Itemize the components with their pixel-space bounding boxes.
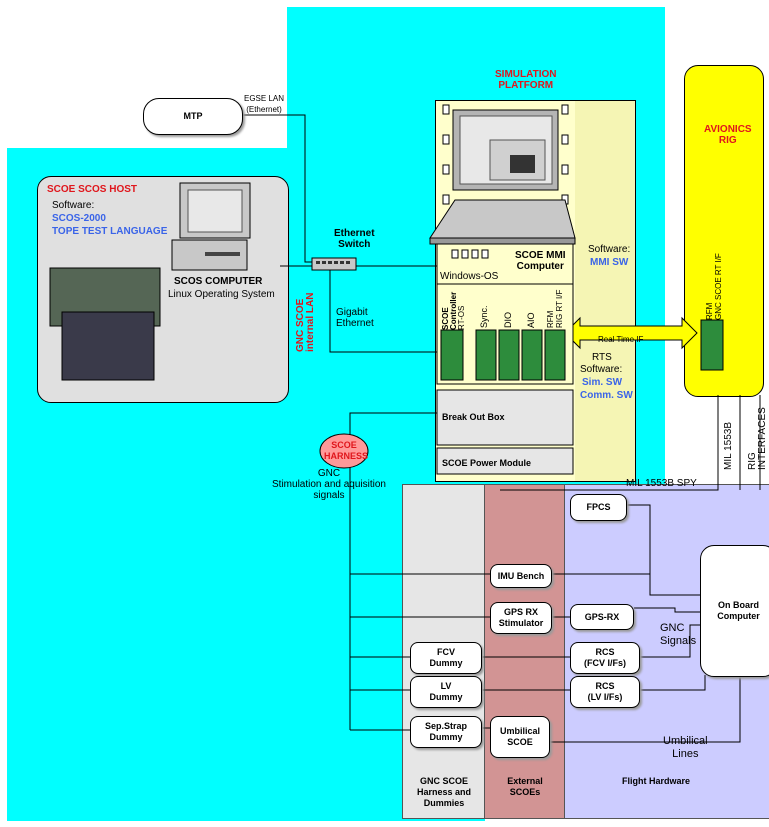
gnc-signals-right-label: GNC Signals [660, 622, 696, 648]
rts-sw-label: Software: [580, 364, 622, 375]
rts-sw1: Sim. SW [582, 377, 622, 388]
rts-sw2: Comm. SW [580, 390, 633, 401]
mmi-title: SCOE MMI Computer [515, 250, 566, 272]
scoe-harness-label: SCOE HARNESS [324, 440, 364, 462]
gps-rx-stimulator-block[interactable]: GPS RX Stimulator [490, 602, 552, 634]
rts-label: RTS [592, 352, 612, 363]
mil-1553b-label: MIL 1553B [724, 422, 734, 470]
mtp-label: MTP [184, 111, 203, 122]
internal-lan-label: GNC SCOE internal LAN [296, 293, 316, 352]
power-module[interactable]: SCOE Power Module [442, 458, 531, 469]
rcs-lv-block[interactable]: RCS (LV I/Fs) [570, 676, 640, 708]
gigabit-label: Gigabit Ethernet [336, 307, 374, 329]
mil-spy-label: MIL 1553B SPY [626, 478, 697, 489]
card-controller-label: SCOE Controller RT-OS [442, 292, 466, 330]
mtp-node[interactable]: MTP [143, 98, 243, 135]
mmi-sw: MMI SW [590, 257, 628, 268]
host-sw1: SCOS-2000 [52, 213, 106, 224]
avionics-card-label: RFM GNC SCOE RT I/F [705, 253, 723, 320]
scoe-scos-host-title: SCOE SCOS HOST [47, 184, 137, 195]
card-dio-label: DIO [503, 312, 513, 328]
simulation-platform-title: SIMULATION PLATFORM [495, 69, 556, 91]
scos-computer-title: SCOS COMPUTER [174, 276, 262, 287]
rcs-fcv-block[interactable]: RCS (FCV I/Fs) [570, 642, 640, 674]
zone-harness-title: GNC SCOE Harness and Dummies [405, 776, 483, 809]
zone-flight-title: Flight Hardware [622, 776, 690, 787]
card-sync-label: Sync. [479, 305, 489, 328]
card-aio-label: AIO [526, 312, 536, 328]
avionics-rig-title: AVIONICS RIG [704, 124, 752, 146]
gps-rx-block[interactable]: GPS-RX [570, 604, 634, 630]
host-sw2: TOPE TEST LANGUAGE [52, 226, 167, 237]
umbilical-scoe-block[interactable]: Umbilical SCOE [490, 716, 550, 758]
egse-lan-label: EGSE LAN (Ethernet) [244, 93, 284, 115]
card-rfm-label: RFM RIG RT I/F [546, 290, 564, 328]
imu-bench-block[interactable]: IMU Bench [490, 564, 552, 588]
sep-strap-dummy-block[interactable]: Sep.Strap Dummy [410, 716, 482, 748]
host-software-label: Software: [52, 200, 94, 211]
ethernet-switch-label: Ethernet Switch [334, 228, 375, 250]
fcv-dummy-block[interactable]: FCV Dummy [410, 642, 482, 674]
zone-external-title: External SCOEs [486, 776, 564, 798]
mmi-os: Windows-OS [440, 271, 498, 282]
fpcs-block[interactable]: FPCS [570, 494, 627, 521]
scos-computer-os: Linux Operating System [168, 289, 275, 300]
realtime-if-label: Real Time IF [598, 334, 643, 345]
mmi-sw-label: Software: [588, 244, 630, 255]
umbilical-lines-label: Umbilical Lines [663, 735, 708, 761]
gnc-stim-label: GNC Stimulation and aquisition signals [270, 468, 388, 501]
breakout-box[interactable]: Break Out Box [442, 412, 505, 423]
on-board-computer-block[interactable]: On Board Computer [700, 545, 769, 677]
lv-dummy-block[interactable]: LV Dummy [410, 676, 482, 708]
rig-interfaces-label: RIG INTERFACES [748, 407, 768, 470]
